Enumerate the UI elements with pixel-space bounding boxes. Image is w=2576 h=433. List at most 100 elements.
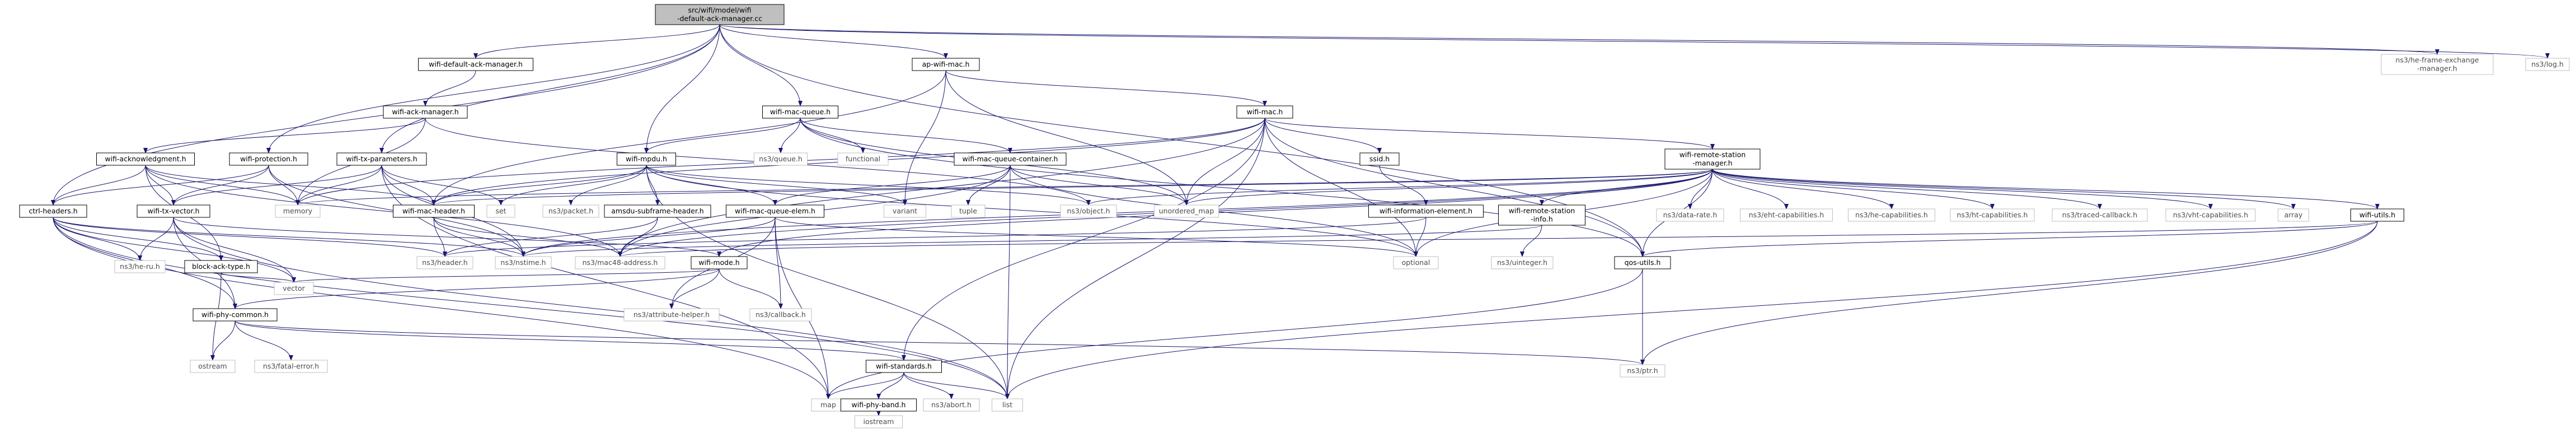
node-wifi-mac-h[interactable]: wifi-mac.h bbox=[1236, 105, 1293, 119]
node-box bbox=[1950, 208, 2035, 222]
node-ctrl-headers-h[interactable]: ctrl-headers.h bbox=[19, 204, 87, 218]
node-label: iostream bbox=[864, 417, 894, 426]
node-data-rate-h: ns3/data-rate.h bbox=[1656, 208, 1724, 222]
edge-wifi-remote-station-manager-h-to-eht-capabilities-h bbox=[1712, 169, 1789, 209]
node-label: wifi-tx-parameters.h bbox=[346, 155, 417, 163]
node-wifi-remote-station-info-h[interactable]: wifi-remote-station-info.h bbox=[1498, 204, 1585, 226]
node-label: wifi-default-ack-manager.h bbox=[429, 60, 523, 68]
edge-wifi-remote-station-manager-h-to-data-rate-h bbox=[1688, 169, 1713, 209]
node-label: ns3/abort.h bbox=[931, 401, 972, 409]
edge-wifi-mode-h-to-vector bbox=[292, 268, 720, 283]
edge-wifi-remote-station-manager-h-to-unordered-map bbox=[1184, 169, 1713, 206]
node-mac48-address-h: ns3/mac48-address.h bbox=[575, 256, 665, 269]
node-wifi-mpdu-h[interactable]: wifi-mpdu.h bbox=[617, 152, 676, 166]
edge-wifi-remote-station-info-h-to-uinteger-h bbox=[1520, 225, 1542, 257]
node-box bbox=[275, 204, 321, 218]
edge-wifi-phy-common-h-to-wifi-standards-h bbox=[234, 320, 906, 361]
edge-wifi-mac-header-h-to-nstime-h bbox=[433, 217, 525, 257]
node-wifi-information-element-h[interactable]: wifi-information-element.h bbox=[1368, 204, 1484, 218]
node-label: ssid.h bbox=[1369, 155, 1390, 163]
node-box bbox=[912, 58, 980, 71]
node-box bbox=[1848, 208, 1935, 222]
node-label: -manager.h bbox=[1692, 159, 1732, 167]
node-queue-h: ns3/queue.h bbox=[754, 152, 808, 166]
node-wifi-ack-manager-h[interactable]: wifi-ack-manager.h bbox=[383, 105, 468, 119]
node-box bbox=[762, 105, 838, 119]
node-box bbox=[1393, 256, 1439, 269]
node-label: array bbox=[2284, 211, 2303, 219]
node-label: set bbox=[495, 207, 506, 215]
node-block-ack-type-h[interactable]: block-ack-type.h bbox=[184, 260, 258, 273]
node-wifi-tx-vector-h[interactable]: wifi-tx-vector.h bbox=[137, 204, 210, 218]
node-label: wifi-standards.h bbox=[876, 362, 932, 370]
node-wifi-protection-h[interactable]: wifi-protection.h bbox=[229, 152, 308, 166]
node-label: block-ack-type.h bbox=[192, 262, 250, 271]
node-box bbox=[190, 360, 236, 373]
node-wifi-standards-h[interactable]: wifi-standards.h bbox=[866, 360, 942, 373]
node-wifi-remote-station-manager-h[interactable]: wifi-remote-station-manager.h bbox=[1664, 148, 1761, 170]
node-optional: optional bbox=[1393, 256, 1439, 269]
node-box bbox=[418, 58, 533, 71]
node-wifi-acknowledgment-h[interactable]: wifi-acknowledgment.h bbox=[96, 152, 195, 166]
node-box bbox=[393, 204, 475, 218]
node-label: ns3/nstime.h bbox=[500, 258, 546, 267]
node-qos-utils-h[interactable]: qos-utils.h bbox=[1614, 256, 1671, 269]
node-traced-callback-h: ns3/traced-callback.h bbox=[2052, 208, 2148, 222]
edge-wifi-mpdu-h-to-variant bbox=[646, 165, 907, 206]
node-box bbox=[623, 308, 720, 322]
node-attribute-helper-h: ns3/attribute-helper.h bbox=[623, 308, 720, 322]
node-label: wifi-remote-station bbox=[1509, 207, 1575, 215]
node-amsdu-subframe-header-h[interactable]: amsdu-subframe-header.h bbox=[604, 204, 711, 218]
node-wifi-mac-queue-h[interactable]: wifi-mac-queue.h bbox=[762, 105, 838, 119]
edge-wifi-remote-station-manager-h-to-traced-callback-h bbox=[1712, 169, 2102, 209]
edge-root-to-wifi-protection-h bbox=[266, 24, 720, 153]
node-wifi-utils-h[interactable]: wifi-utils.h bbox=[2350, 208, 2404, 222]
edge-wifi-remote-station-info-h-to-nstime-h bbox=[521, 225, 1542, 257]
edge-wifi-protection-h-to-wifi-tx-vector-h bbox=[171, 165, 269, 206]
node-label: ns3/eht-capabilities.h bbox=[1749, 211, 1824, 219]
edge-wifi-standards-h-to-list bbox=[903, 372, 1010, 399]
edge-qos-utils-h-to-map bbox=[826, 268, 1643, 399]
node-box bbox=[884, 204, 926, 218]
node-box bbox=[726, 204, 824, 218]
node-box bbox=[575, 256, 665, 269]
node-box bbox=[1620, 364, 1665, 378]
edge-wifi-mpdu-h-to-wifi-mac-queue-elem-h bbox=[646, 165, 777, 206]
node-wifi-mac-header-h[interactable]: wifi-mac-header.h bbox=[393, 204, 475, 218]
node-variant: variant bbox=[884, 204, 926, 218]
node-box bbox=[866, 360, 942, 373]
node-box bbox=[2350, 208, 2404, 222]
edge-wifi-remote-station-manager-h-to-ht-capabilities-h bbox=[1712, 169, 1995, 209]
node-wifi-mode-h[interactable]: wifi-mode.h bbox=[691, 256, 748, 269]
edge-wifi-mac-queue-container-h-to-wifi-mac-queue-elem-h bbox=[773, 165, 1011, 206]
edge-ctrl-headers-h-to-header-h bbox=[53, 217, 447, 257]
node-ssid-h[interactable]: ssid.h bbox=[1359, 152, 1400, 166]
edge-wifi-remote-station-manager-h-to-array bbox=[1712, 169, 2296, 209]
node-wifi-mac-queue-container-h[interactable]: wifi-mac-queue-container.h bbox=[954, 152, 1067, 166]
node-label: optional bbox=[1402, 258, 1430, 267]
node-label: wifi-information-element.h bbox=[1380, 207, 1472, 215]
node-label: wifi-tx-vector.h bbox=[148, 207, 200, 215]
node-iostream: iostream bbox=[855, 415, 903, 429]
node-wifi-tx-parameters-h[interactable]: wifi-tx-parameters.h bbox=[336, 152, 427, 166]
node-set: set bbox=[486, 204, 515, 218]
edge-ap-wifi-mac-h-to-wifi-mac-h bbox=[945, 70, 1267, 106]
node-label: ns3/mac48-address.h bbox=[583, 258, 658, 267]
node-label: -info.h bbox=[1531, 215, 1553, 224]
node-header-h: ns3/header.h bbox=[416, 256, 473, 269]
node-ap-wifi-mac-h[interactable]: ap-wifi-mac.h bbox=[912, 58, 980, 71]
edge-wifi-ack-manager-h-to-wifi-acknowledgment-h bbox=[143, 118, 426, 153]
edge-wifi-mac-queue-h-to-queue-h bbox=[778, 118, 801, 153]
edge-wifi-remote-station-manager-h-to-vht-capabilities-h bbox=[1712, 169, 2213, 209]
node-wifi-phy-common-h[interactable]: wifi-phy-common.h bbox=[193, 308, 278, 322]
edge-block-ack-type-h-to-vector bbox=[220, 272, 296, 283]
node-box bbox=[254, 360, 328, 373]
node-wifi-default-ack-manager-h[interactable]: wifi-default-ack-manager.h bbox=[418, 58, 533, 71]
edge-wifi-mac-h-to-wifi-standards-h bbox=[902, 118, 1265, 361]
node-wifi-phy-band-h[interactable]: wifi-phy-band.h bbox=[841, 398, 917, 412]
node-box bbox=[2165, 208, 2256, 222]
node-root[interactable]: src/wifi/model/wifi-default-ack-manager.… bbox=[655, 4, 785, 25]
node-wifi-mac-queue-elem-h[interactable]: wifi-mac-queue-elem.h bbox=[726, 204, 824, 218]
node-label: ns3/he-frame-exchange bbox=[2396, 56, 2479, 64]
node-box bbox=[754, 152, 808, 166]
